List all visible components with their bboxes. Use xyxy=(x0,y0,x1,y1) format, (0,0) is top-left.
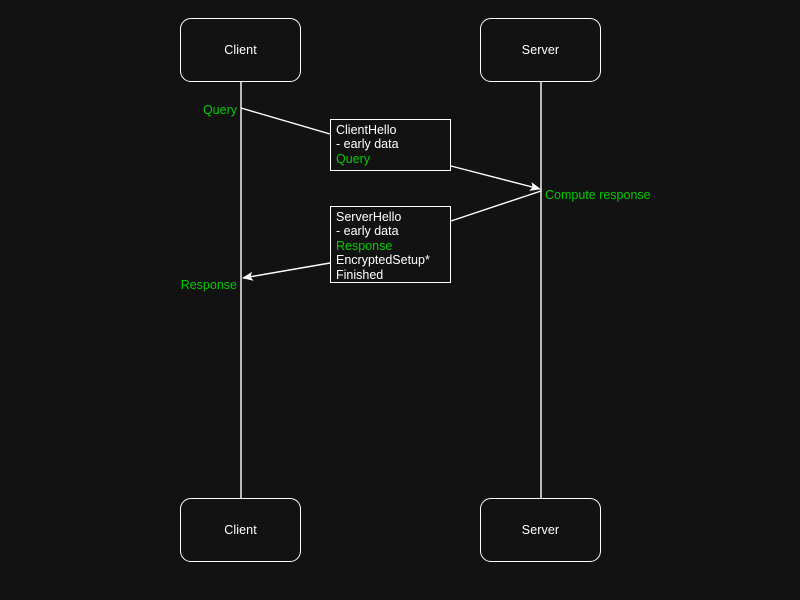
message-line: - early data xyxy=(336,224,399,239)
participant-box-server-top[interactable]: Server xyxy=(480,18,601,82)
arrow-server-to-serverhello xyxy=(450,190,542,222)
arrow-client-to-clienthello xyxy=(240,107,331,135)
note-compute-response: Compute response xyxy=(545,188,651,202)
note-query: Query xyxy=(202,103,237,117)
participant-label-client-top: Client xyxy=(224,42,257,57)
participant-label-server-top: Server xyxy=(521,42,560,57)
message-line: Query xyxy=(336,151,371,166)
message-line: ClientHello xyxy=(336,123,397,137)
message-line: ServerHello xyxy=(336,210,402,224)
message-line: - early data xyxy=(336,137,399,152)
message-line: Response xyxy=(336,238,393,253)
participant-box-client-bottom[interactable]: Client xyxy=(180,498,301,562)
participant-label-client-bottom: Client xyxy=(224,522,257,537)
message-line: EncryptedSetup* xyxy=(336,253,430,268)
message-box-client-hello[interactable]: ClientHello - early data Query xyxy=(330,119,451,171)
arrow-serverhello-to-client xyxy=(242,262,331,281)
message-box-server-hello[interactable]: ServerHello - early data Response Encryp… xyxy=(330,206,451,283)
note-response: Response xyxy=(180,278,237,292)
participant-box-server-bottom[interactable]: Server xyxy=(480,498,601,562)
participant-box-client-top[interactable]: Client xyxy=(180,18,301,82)
participant-label-server-bottom: Server xyxy=(521,522,560,537)
message-line: Finished xyxy=(336,267,384,282)
arrow-clienthello-to-server xyxy=(450,165,541,191)
